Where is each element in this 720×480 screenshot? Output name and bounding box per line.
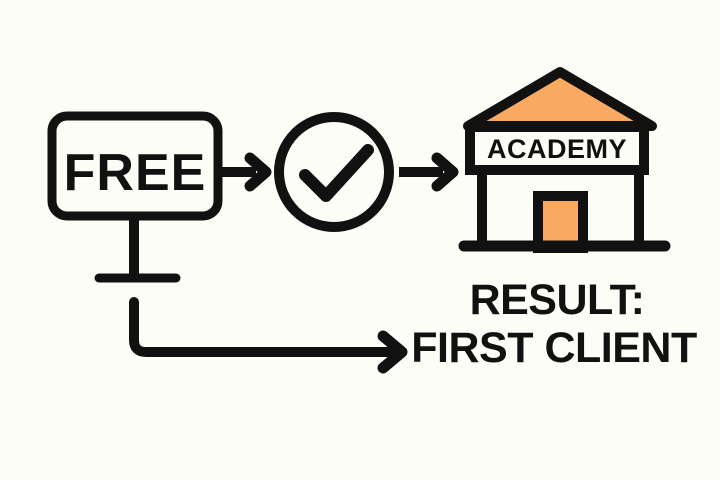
academy-building-node[interactable]: ACADEMY <box>458 67 671 253</box>
elbow-arrow-head-icon <box>377 330 408 374</box>
check-badge-node[interactable] <box>274 112 394 232</box>
result-title-line: RESULT: <box>470 276 645 324</box>
free-to-result-elbow-arrow <box>129 297 408 374</box>
academy-sign-band <box>465 122 649 175</box>
arrow-right-head-icon <box>244 152 272 192</box>
result-text-block: RESULT: FIRST CLIENT <box>411 276 697 372</box>
check-circle-icon <box>274 112 394 232</box>
free-sign-label: FREE <box>64 144 207 202</box>
academy-door-shape <box>533 191 588 253</box>
free-to-check-arrow <box>221 152 272 192</box>
free-sign-node[interactable]: FREE <box>47 111 223 221</box>
arrow-right-head-icon <box>431 152 459 192</box>
free-sign-post <box>94 214 181 283</box>
checkmark-icon <box>299 144 374 202</box>
result-value-line: FIRST CLIENT <box>411 324 697 372</box>
check-to-academy-arrow <box>399 152 459 192</box>
elbow-arrow-right-icon <box>129 297 398 357</box>
academy-roof-shape <box>463 67 657 131</box>
academy-sign-label: ACADEMY <box>487 134 627 164</box>
